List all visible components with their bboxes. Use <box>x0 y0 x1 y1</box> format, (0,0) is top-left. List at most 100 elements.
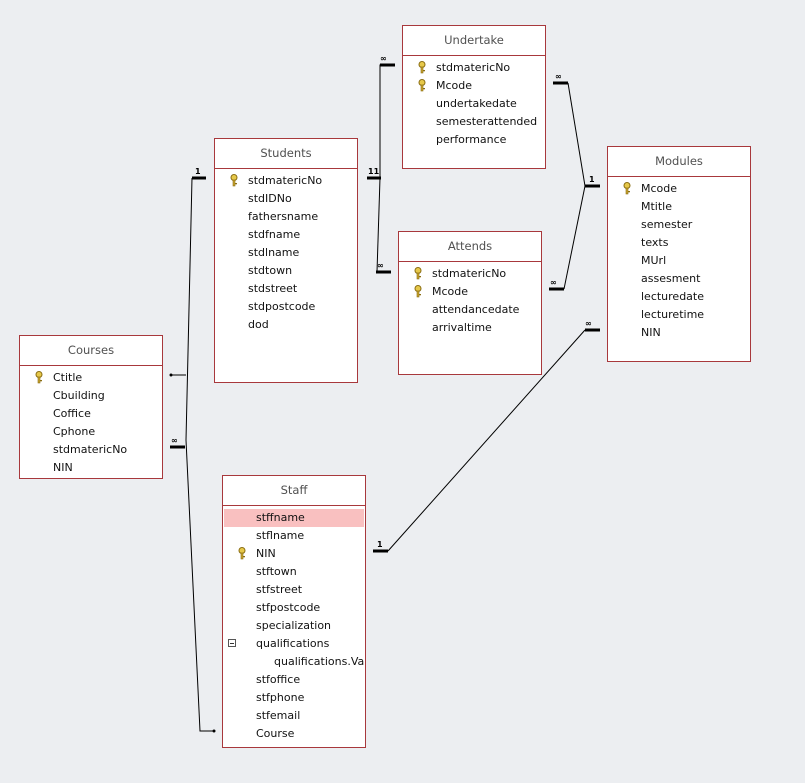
field-name: stfstreet <box>256 583 303 596</box>
field-row[interactable]: stfoffice <box>224 671 364 689</box>
table-title[interactable]: Undertake <box>403 26 545 56</box>
field-name: stdfname <box>248 228 301 241</box>
field-row[interactable]: Mtitle <box>609 198 749 216</box>
field-name: fathersname <box>248 210 319 223</box>
field-name: undertakedate <box>436 97 517 110</box>
field-name: NIN <box>53 461 73 474</box>
field-row[interactable]: arrivaltime <box>400 319 540 337</box>
field-row[interactable]: stfemail <box>224 707 364 725</box>
field-row[interactable]: attendancedate <box>400 301 540 319</box>
field-name: performance <box>436 133 507 146</box>
field-row[interactable]: Mcode <box>609 180 749 198</box>
table-title[interactable]: Staff <box>223 476 365 506</box>
field-name: Mtitle <box>641 200 672 213</box>
field-name: NIN <box>641 326 661 339</box>
field-row[interactable]: stdpostcode <box>216 298 356 316</box>
relationship-line-courses-students[interactable] <box>185 177 214 732</box>
field-row[interactable]: lecturedate <box>609 288 749 306</box>
field-row[interactable]: assesment <box>609 270 749 288</box>
relationship-line-undertake-modules[interactable] <box>567 82 586 187</box>
field-name: Ctitle <box>53 371 83 384</box>
field-row[interactable]: qualifications <box>224 635 364 653</box>
field-name: stdpostcode <box>248 300 316 313</box>
field-row[interactable]: Mcode <box>400 283 540 301</box>
field-row[interactable]: Course <box>224 725 364 743</box>
field-row[interactable]: stdmatericNo <box>404 59 544 77</box>
table-title[interactable]: Courses <box>20 336 162 366</box>
cardinality-many: ∞ <box>171 436 178 445</box>
cardinality-many: ∞ <box>380 54 387 63</box>
field-name: stdstreet <box>248 282 298 295</box>
field-row[interactable]: Mcode <box>404 77 544 95</box>
field-row[interactable]: stffname <box>224 509 364 527</box>
field-row[interactable]: stdmatericNo <box>216 172 356 190</box>
cardinality-many: ∞ <box>377 261 384 270</box>
field-row[interactable]: Coffice <box>21 405 161 423</box>
field-row[interactable]: stfpostcode <box>224 599 364 617</box>
field-row[interactable]: undertakedate <box>404 95 544 113</box>
field-row[interactable]: Cbuilding <box>21 387 161 405</box>
field-row[interactable]: stfstreet <box>224 581 364 599</box>
field-row[interactable]: stdstreet <box>216 280 356 298</box>
collapse-icon[interactable] <box>228 639 236 647</box>
field-name: Cphone <box>53 425 96 438</box>
field-name: lecturedate <box>641 290 705 303</box>
field-name: stdtown <box>248 264 293 277</box>
field-row[interactable]: stflname <box>224 527 364 545</box>
field-row[interactable]: stdIDNo <box>216 190 356 208</box>
cardinality-one: 11 <box>368 167 380 176</box>
field-name: Mcode <box>432 285 469 298</box>
table-title[interactable]: Attends <box>399 232 541 262</box>
field-row[interactable]: stfphone <box>224 689 364 707</box>
field-row[interactable]: NIN <box>224 545 364 563</box>
field-name: dod <box>248 318 269 331</box>
relationship-line-attends-modules[interactable] <box>563 185 586 290</box>
relationship-line-students-undertake[interactable] <box>379 64 395 178</box>
field-name: lecturetime <box>641 308 705 321</box>
field-row[interactable]: stdfname <box>216 226 356 244</box>
field-row[interactable]: MUrl <box>609 252 749 270</box>
field-row[interactable]: NIN <box>21 459 161 477</box>
field-name: semester <box>641 218 693 231</box>
field-name: specialization <box>256 619 332 632</box>
field-name: stfpostcode <box>256 601 321 614</box>
field-row[interactable]: fathersname <box>216 208 356 226</box>
field-row[interactable]: stdmatericNo <box>400 265 540 283</box>
field-name: NIN <box>256 547 276 560</box>
field-row[interactable]: qualifications.Value <box>224 653 364 671</box>
field-row[interactable]: stftown <box>224 563 364 581</box>
field-row[interactable]: semesterattended <box>404 113 544 131</box>
table-title[interactable]: Modules <box>608 147 750 177</box>
field-row[interactable]: performance <box>404 131 544 149</box>
field-name: stflname <box>256 529 305 542</box>
field-row[interactable]: Cphone <box>21 423 161 441</box>
field-row[interactable]: Ctitle <box>21 369 161 387</box>
relationship-line-students-attends[interactable] <box>376 177 381 273</box>
field-row[interactable]: stdtown <box>216 262 356 280</box>
field-name: qualifications <box>256 637 330 650</box>
primary-key-icon <box>238 547 246 560</box>
field-row[interactable]: stdmatericNo <box>21 441 161 459</box>
field-row[interactable]: lecturetime <box>609 306 749 324</box>
field-row[interactable]: NIN <box>609 324 749 342</box>
field-name: Course <box>256 727 295 740</box>
primary-key-icon <box>418 79 426 92</box>
field-row[interactable]: texts <box>609 234 749 252</box>
field-row[interactable]: stdlname <box>216 244 356 262</box>
primary-key-icon <box>623 182 631 195</box>
cardinality-one: 1 <box>195 167 201 176</box>
field-row[interactable]: dod <box>216 316 356 334</box>
table-title[interactable]: Students <box>215 139 357 169</box>
field-row[interactable]: specialization <box>224 617 364 635</box>
relationship-line-staff-modules[interactable] <box>387 329 586 552</box>
field-row[interactable]: semester <box>609 216 749 234</box>
